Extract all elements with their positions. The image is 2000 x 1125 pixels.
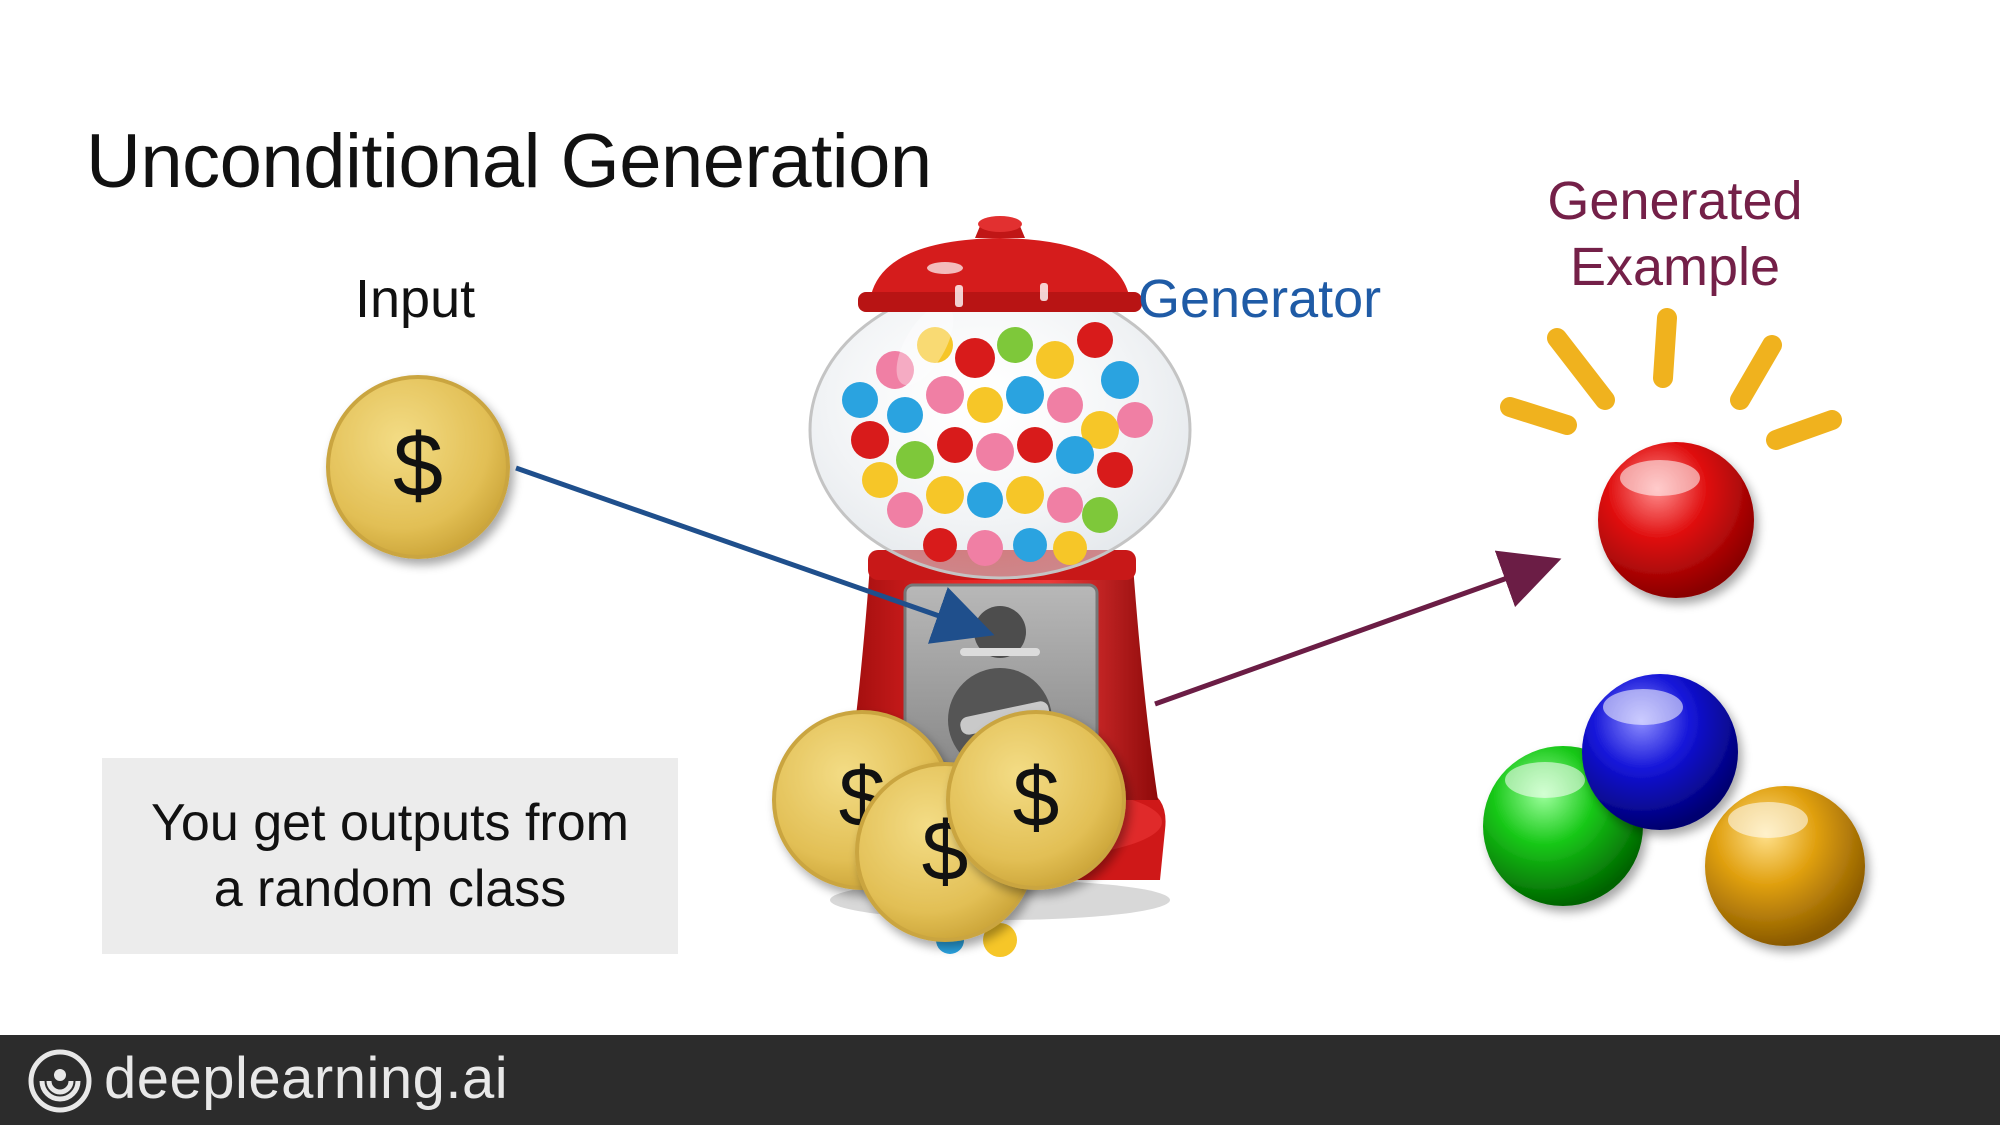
footer-bar: deeplearning.ai [0,1035,2000,1125]
input-coin-icon: $ [326,375,510,559]
coin-pile-icon: $ $ $ [772,710,1126,942]
input-label: Input [355,269,476,329]
brand-name: deeplearning.ai [104,1046,509,1111]
note-line-1: You get outputs from [151,794,629,852]
generated-red-ball-icon [1598,442,1754,598]
output-arrow [1154,550,1562,707]
slide-title: Unconditional Generation [86,119,932,204]
pile-coin-symbol-3: $ [1013,750,1060,844]
input-arrow [515,465,995,644]
note-box: You get outputs from a random class [102,758,678,954]
note-line-2: a random class [213,860,567,918]
generator-label: Generator [1138,269,1382,329]
class-balls-icon [1483,674,1865,946]
sparkle-icon [1500,308,1842,450]
gumballs-icon [842,322,1153,566]
deeplearning-logo-icon [28,1049,92,1113]
generated-example-line2: Example [1569,237,1781,297]
generated-example-label: Generated Example [1515,168,1835,300]
generated-example-line1: Generated [1547,171,1803,231]
input-coin-symbol: $ [393,416,443,516]
